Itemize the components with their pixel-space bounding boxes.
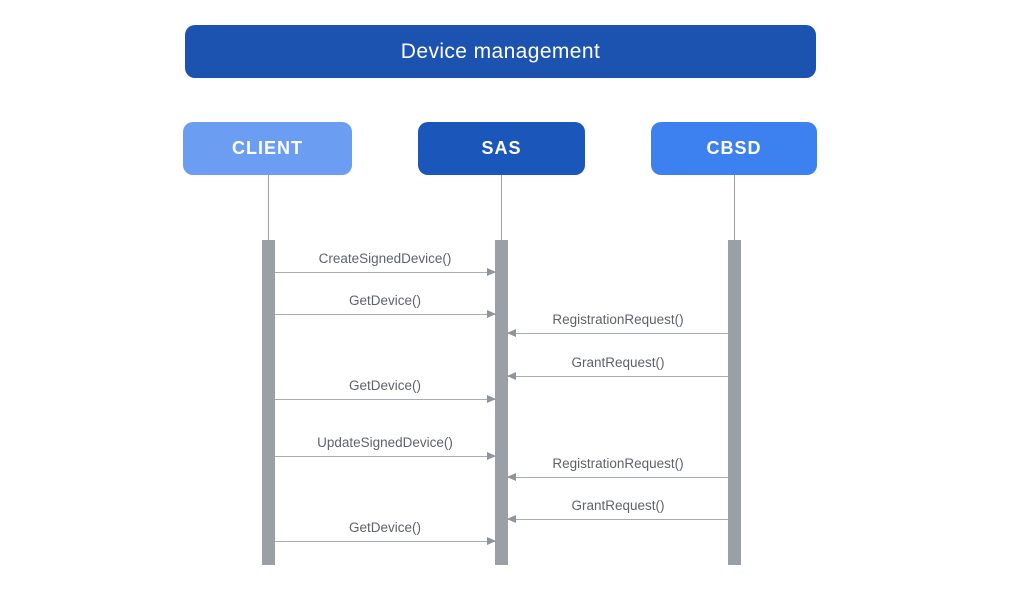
- diagram-title: Device management: [400, 39, 601, 63]
- cbsd-lifeline: [733, 175, 735, 240]
- actor-sas-label: SAS: [481, 138, 522, 158]
- sas-lifeline: [500, 175, 502, 240]
- message-label: GetDevice(): [348, 293, 421, 308]
- actor-cbsd: CBSD: [651, 122, 817, 175]
- arrow-right-icon: [275, 267, 496, 276]
- actor-client-label: CLIENT: [232, 138, 303, 158]
- message-label: CreateSignedDevice(): [318, 251, 452, 266]
- message-label: RegistrationRequest(): [552, 312, 684, 327]
- message-label: RegistrationRequest(): [552, 456, 684, 471]
- client-lifeline: [267, 175, 269, 240]
- actor-sas: SAS: [418, 122, 585, 175]
- client-activation-bar: [262, 240, 275, 565]
- actor-client: CLIENT: [183, 122, 352, 175]
- arrow-left-icon: [507, 472, 728, 481]
- message-label: UpdateSignedDevice(): [317, 435, 453, 450]
- arrow-left-icon: [507, 514, 728, 523]
- arrow-right-icon: [275, 536, 496, 545]
- message-label: GrantRequest(): [571, 355, 665, 370]
- message-label: GetDevice(): [348, 378, 421, 393]
- message-label: GetDevice(): [348, 520, 421, 535]
- cbsd-activation-bar: [728, 240, 741, 565]
- arrow-right-icon: [275, 394, 496, 403]
- sas-activation-bar: [495, 240, 508, 565]
- arrow-right-icon: [275, 309, 496, 318]
- diagram-title-bar: Device management: [185, 25, 816, 78]
- actor-cbsd-label: CBSD: [706, 138, 762, 158]
- arrow-left-icon: [507, 371, 728, 380]
- arrow-left-icon: [507, 328, 728, 337]
- message-label: GrantRequest(): [571, 498, 665, 513]
- arrow-right-icon: [275, 451, 496, 460]
